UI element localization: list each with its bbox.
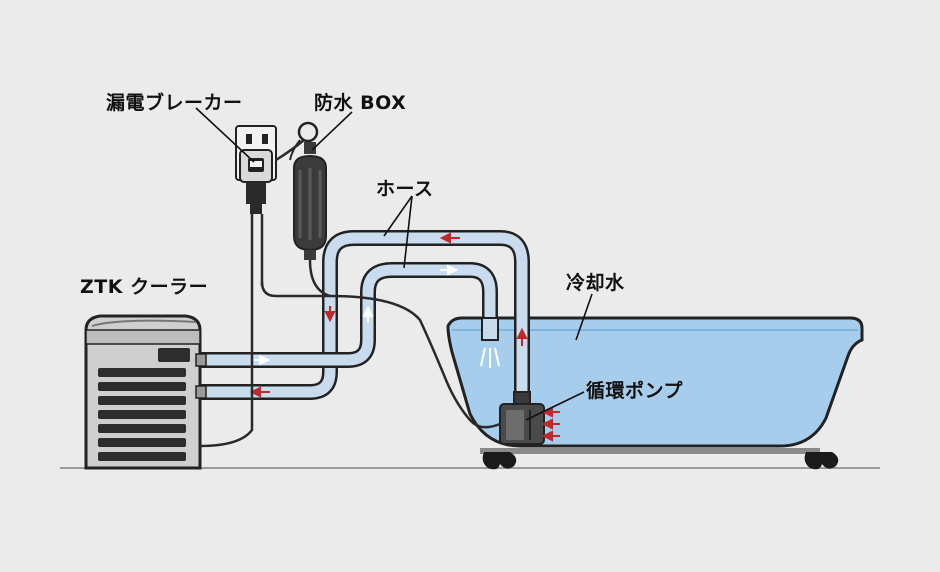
bathtub-foot-right: [804, 452, 839, 470]
leader-lines: [195, 107, 593, 421]
label-breaker: 漏電ブレーカー: [106, 92, 243, 114]
label-cooler: ZTK クーラー: [80, 276, 209, 298]
leader-breaker: [195, 107, 255, 163]
label-waterproof-box: 防水 BOX: [314, 92, 407, 114]
flow-arrow-white-up: [362, 305, 374, 322]
pump-cable: [260, 281, 501, 429]
box-output-cable: [308, 259, 331, 298]
label-cooling-water: 冷却水: [566, 272, 625, 294]
water-discharge: [480, 347, 500, 368]
waterproof-box: [289, 121, 327, 260]
flow-arrow-white-right: [254, 354, 271, 366]
ztk-cooler: [84, 314, 207, 470]
flow-arrow-red-left: [249, 386, 270, 398]
leader-water: [575, 293, 593, 341]
label-hose: ホース: [376, 178, 434, 200]
cooler-power-cable: [199, 210, 254, 448]
circulation-pump: [499, 391, 545, 445]
flow-arrow-red-down: [324, 306, 336, 323]
bathtub-foot-left: [482, 452, 517, 470]
label-pump: 循環ポンプ: [586, 380, 683, 402]
pump-intake-arrows: [541, 406, 560, 442]
cooler-vent-slats: [98, 368, 186, 461]
leader-hose-a: [383, 195, 413, 237]
earth-leakage-breaker: [235, 125, 277, 214]
leader-pump: [525, 391, 585, 421]
hose-back: [200, 230, 530, 400]
leader-box: [311, 111, 353, 151]
flow-arrow-white-right-top: [440, 264, 459, 276]
flow-arrow-red-top: [439, 232, 460, 244]
box-cable: [275, 139, 305, 162]
flow-arrow-red-up: [516, 327, 528, 346]
leader-hose-b: [403, 195, 413, 269]
hose-front: [200, 262, 499, 368]
